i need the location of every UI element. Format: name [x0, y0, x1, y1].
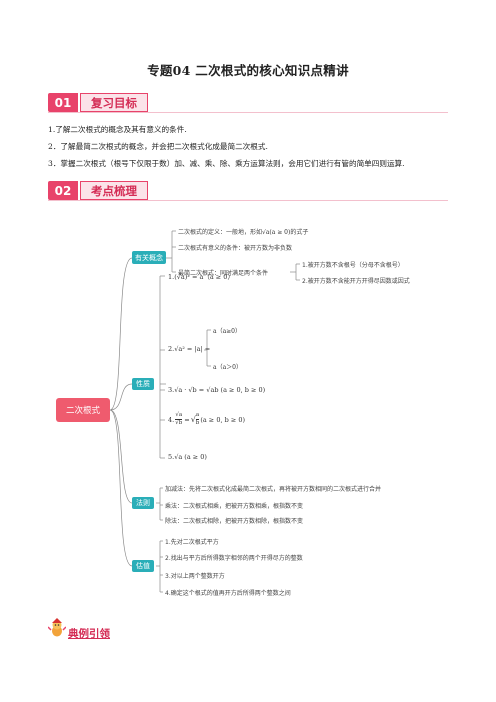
- rule-add-subtract: 加减法：先将二次根式化成最简二次根式，再将被开方数相同的二次根式进行合并: [165, 486, 382, 493]
- branch-properties: 性质: [132, 378, 154, 390]
- simplest-condition-1: 1.被开方数不含根号（分母不含根号）: [302, 262, 404, 269]
- property-3: 3.√a · √b = √ab (a ≥ 0, b ≥ 0): [168, 386, 266, 394]
- estimate-step-1: 1.先对二次根式平方: [165, 539, 219, 546]
- branch-rules: 法则: [132, 497, 154, 509]
- rule-divide: 除法：二次根式相除，把被开方数相除，根指数不变: [165, 518, 304, 525]
- property-1: 1.(√a)² = a（a ≥ 0）: [168, 273, 234, 281]
- simplest-condition-2: 2.被开方数不含能开方开得尽因数或因式: [302, 278, 410, 285]
- example-heading: 典例引领: [68, 628, 110, 640]
- property-2-case-1: a（a≥0）: [213, 328, 241, 335]
- concept-simplest: 最简二次根式：同时满足两个条件: [178, 270, 269, 277]
- objective-1: 1.了解二次根式的概念及其有意义的条件.: [48, 125, 187, 134]
- estimate-step-2: 2.找出与平方后所得数字相邻的两个开得尽方的整数: [165, 555, 303, 562]
- mindmap-root: 二次根式: [56, 398, 110, 422]
- objective-2: 2．了解最简二次根式的概念，并会把二次根式化成最简二次根式.: [48, 142, 268, 151]
- section-number: 01: [48, 93, 78, 112]
- page-title: 专题04 二次根式的核心知识点精讲: [147, 63, 349, 78]
- rule-multiply: 乘法：二次根式相乘，把被开方数相乘，根指数不变: [165, 503, 304, 510]
- estimate-step-4: 4.确定这个根式的值再开方后所得两个整数之间: [165, 590, 291, 597]
- concept-definition: 二次根式的定义：一般地，形如√a(a ≥ 0)的式子: [178, 229, 309, 236]
- section-label: 考点梳理: [80, 181, 148, 200]
- property-2-case-2: a（a＞0）: [213, 364, 242, 371]
- section-label: 复习目标: [80, 93, 148, 112]
- branch-concept: 有关概念: [132, 251, 166, 264]
- objective-3: 3．掌握二次根式（根号下仅限于数）加、减、乘、除、乘方运算法则，会用它们进行有管…: [48, 159, 405, 168]
- fraction-right: a b: [195, 412, 200, 426]
- section-number: 02: [48, 181, 78, 200]
- estimate-step-3: 3.对以上两个整数开方: [165, 573, 225, 580]
- section-divider: [48, 200, 448, 201]
- fraction-left: √a √b: [175, 412, 183, 426]
- mascot-icon: [48, 618, 66, 637]
- section-header-review-goals: 01 复习目标: [48, 93, 148, 112]
- section-header-key-points: 02 考点梳理: [48, 181, 148, 200]
- property-2: 2.√a² = |a| =: [168, 345, 211, 353]
- section-divider: [48, 112, 448, 113]
- branch-estimate: 估值: [132, 560, 154, 572]
- property-4: 4. √a √b = √ a b (a ≥ 0, b ≥ 0): [168, 412, 245, 426]
- property-5: 5.√a (a ≥ 0): [168, 453, 207, 461]
- concept-meaning: 二次根式有意义的条件：被开方数为非负数: [178, 245, 293, 252]
